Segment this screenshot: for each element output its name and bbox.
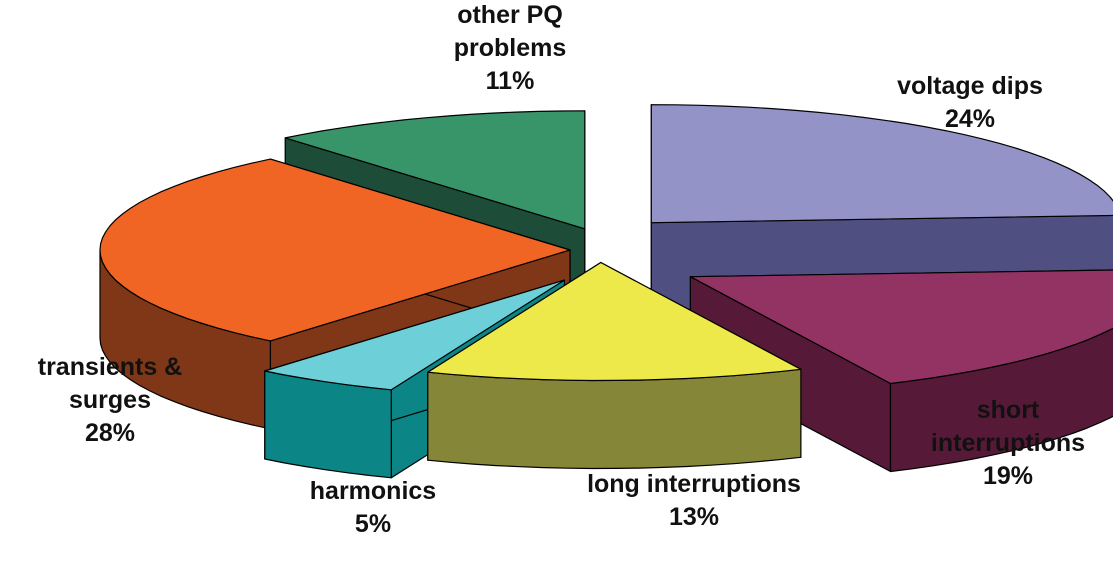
pie-slice-side [889,327,1113,473]
slice-label: long interruptions 13% [587,470,801,531]
slice-label: transients & surges 28% [38,353,182,447]
slice-label: voltage dips 24% [897,72,1043,133]
slice-percent: 11% [486,67,535,95]
slice-name: interruptions [931,429,1085,457]
slice-name: transients & [38,353,182,381]
slice-percent: 24% [945,105,995,133]
slice-name: harmonics [310,477,436,505]
slice-name: other PQ [457,1,563,29]
pie-slice-side [427,368,802,470]
slice-name: short [977,396,1040,424]
slice-label: short interruptions 19% [931,396,1085,490]
pie-slice-top [650,104,1113,224]
pie-slice [427,261,802,470]
slice-label: other PQ problems 11% [454,1,567,95]
pie-slice-top [264,279,566,391]
pie-slice-top [99,158,571,342]
slice-label: harmonics 5% [310,477,436,538]
slice-name: long interruptions [587,470,801,498]
pie-slice-top [689,269,1113,385]
slice-name: surges [69,386,151,414]
slice-percent: 5% [355,510,391,538]
slice-name: voltage dips [897,72,1043,100]
pie-slice-top [284,110,586,230]
pie-slice-top [427,261,802,382]
slice-percent: 28% [85,419,135,447]
slice-percent: 19% [983,462,1033,490]
slice-percent: 13% [669,503,719,531]
slice-name: problems [454,34,567,62]
